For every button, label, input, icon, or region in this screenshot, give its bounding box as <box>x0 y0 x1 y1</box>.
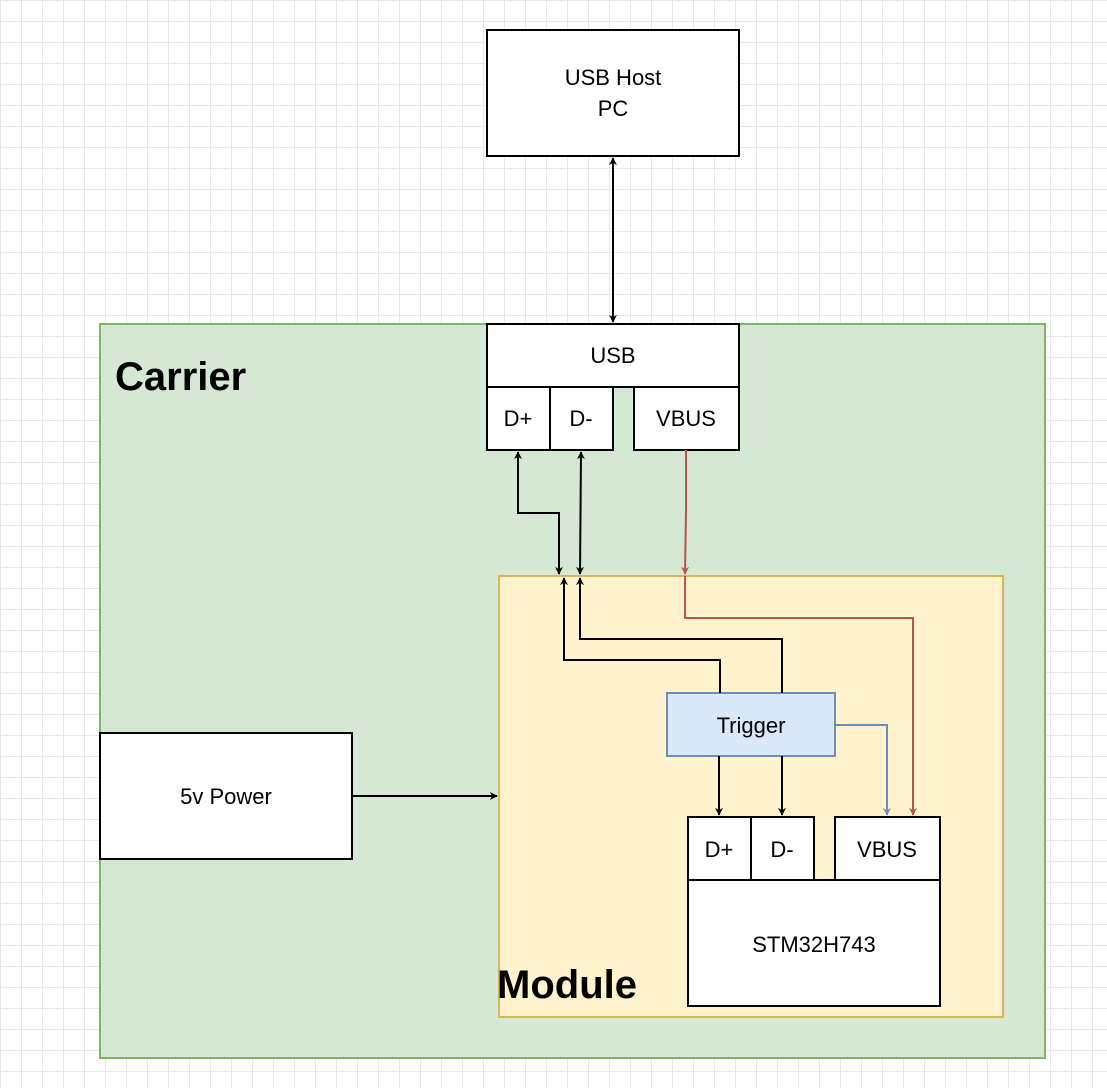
module-label: Module <box>497 963 637 1007</box>
trigger-dplus-return-wire <box>560 577 721 693</box>
carrier-dminus-pin <box>549 386 614 451</box>
power-label: 5v Power <box>180 784 272 809</box>
carrier-label: Carrier <box>115 355 246 399</box>
mcu-dminus-pin <box>750 816 815 881</box>
carrier-vbus-label: VBUS <box>656 406 716 431</box>
usb-host-box <box>486 29 740 157</box>
mcu-vbus-label: VBUS <box>857 837 917 862</box>
vbus-feed-wire <box>681 450 690 575</box>
carrier-dplus-wire <box>514 451 563 575</box>
mcu-vbus-pin <box>834 816 941 881</box>
mcu-body <box>687 879 941 1007</box>
trigger-dminus-return-wire <box>576 577 783 693</box>
carrier-vbus-pin <box>633 386 740 451</box>
trigger-label: Trigger <box>717 713 786 738</box>
mcu-dminus-label: D- <box>770 837 793 862</box>
carrier-usb-box <box>486 323 740 388</box>
usb-host-label-line1: USB Host <box>565 65 662 90</box>
usb-host-label-line2: PC <box>598 96 629 121</box>
power-box <box>99 732 353 860</box>
carrier-dminus-label: D- <box>569 406 592 431</box>
carrier-dplus-label: D+ <box>504 406 533 431</box>
mcu-name-label: STM32H743 <box>752 932 876 957</box>
trigger-to-mcu-vbus-wire <box>835 724 891 816</box>
mcu-dplus-label: D+ <box>705 837 734 862</box>
carrier-usb-label: USB <box>590 343 635 368</box>
vbus-to-mcu-wire <box>684 576 917 816</box>
trigger-box <box>666 692 836 757</box>
carrier-dminus-wire <box>576 451 585 575</box>
